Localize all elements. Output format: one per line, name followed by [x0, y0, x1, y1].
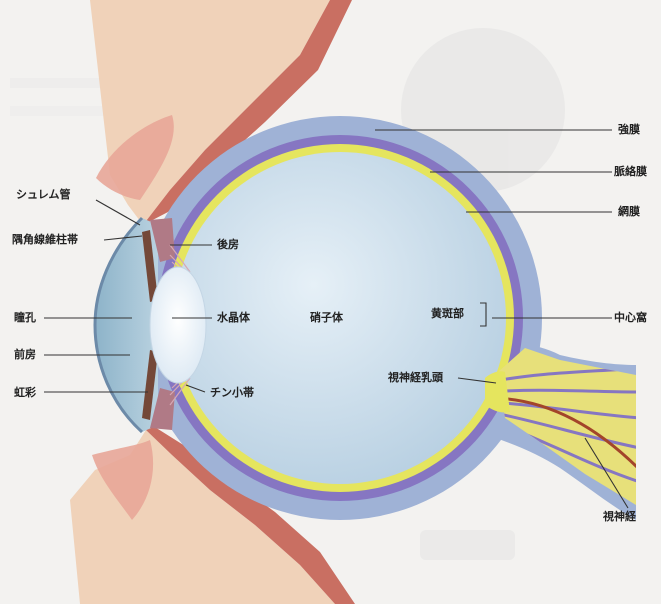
label-schlemm-canal: シュレム管 [16, 188, 71, 201]
label-lens: 水晶体 [217, 311, 250, 324]
label-vitreous: 硝子体 [310, 311, 343, 324]
label-zonule: チン小帯 [210, 386, 254, 399]
label-trabecular-meshwork: 隅角線維柱帯 [12, 233, 78, 246]
label-optic-disc: 視神経乳頭 [388, 371, 443, 384]
label-iris: 虹彩 [14, 386, 36, 399]
label-pupil: 瞳孔 [14, 311, 36, 324]
label-macula: 黄斑部 [431, 307, 464, 320]
label-optic-nerve: 視神経 [603, 510, 636, 523]
lens-shape [150, 267, 206, 383]
label-choroid: 脈絡膜 [614, 165, 647, 178]
label-retina: 網膜 [618, 205, 640, 218]
label-sclera: 強膜 [618, 123, 640, 136]
label-fovea: 中心窩 [614, 311, 647, 324]
label-posterior-chamber: 後房 [217, 238, 239, 251]
label-anterior-chamber: 前房 [14, 348, 36, 361]
